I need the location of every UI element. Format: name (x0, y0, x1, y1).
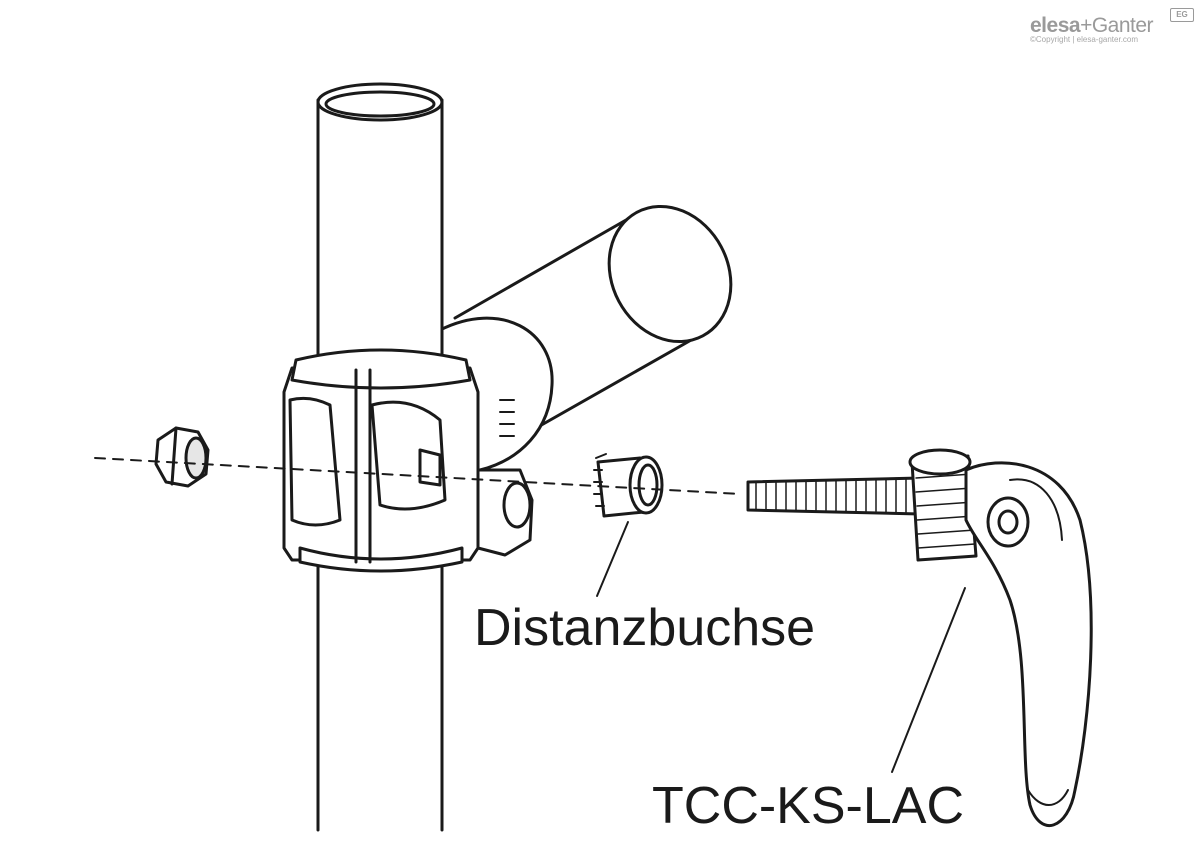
logo-brand-plus: + (1080, 14, 1092, 37)
lever-leader-line (891, 587, 966, 773)
logo-brand: elesa+Ganter (1030, 14, 1154, 38)
spacer-leader-line (596, 521, 629, 597)
clamp-body (282, 348, 534, 573)
logo-copyright: ©Copyright | elesa-ganter.com (1030, 35, 1139, 44)
assembly-axis-line (94, 457, 741, 495)
spacer-label: Distanzbuchse (474, 599, 816, 657)
spacer-bushing (593, 453, 664, 518)
hex-nut (154, 426, 210, 488)
logo-badge: EG (1170, 8, 1194, 22)
logo-brand-ganter: Ganter (1091, 14, 1154, 37)
knurled-collar (908, 448, 978, 562)
lever-label: TCC-KS-LAC (652, 777, 965, 835)
logo-brand-elesa: elesa (1030, 14, 1081, 37)
cam-lever (964, 461, 1093, 827)
elesa-ganter-logo: elesa+Ganter EG ©Copyright | elesa-gante… (1030, 8, 1195, 48)
threaded-bolt (746, 476, 922, 516)
